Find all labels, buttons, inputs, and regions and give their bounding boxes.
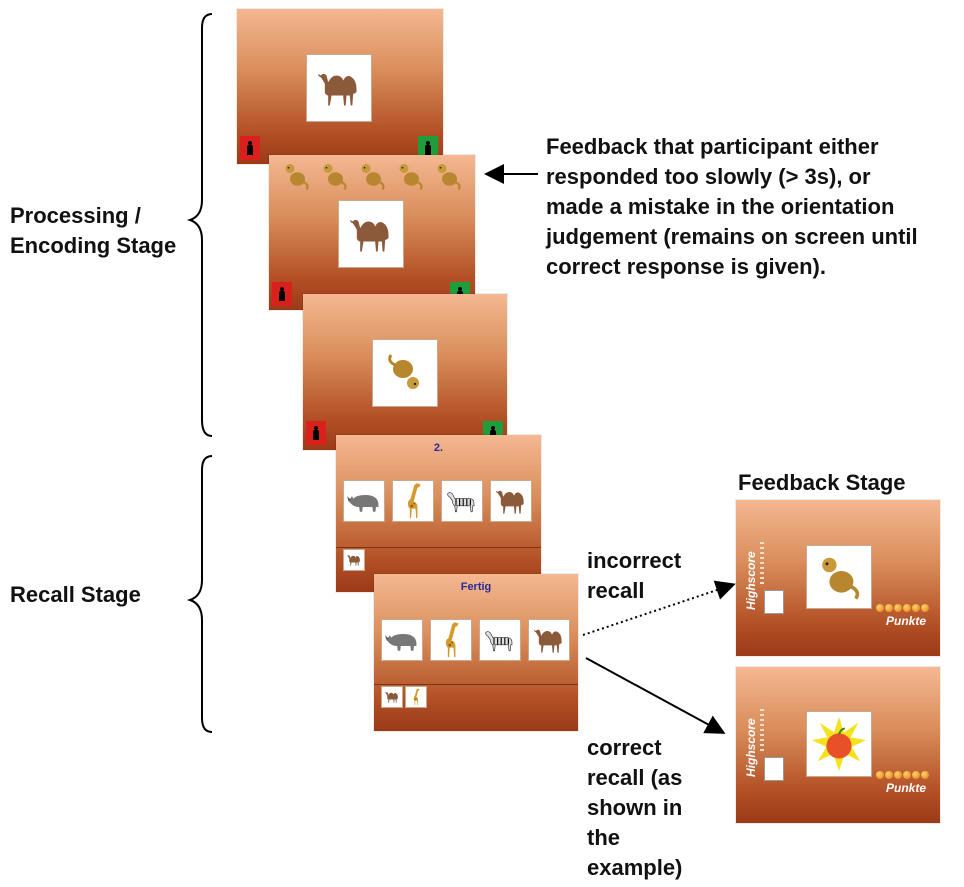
answer-camel bbox=[343, 549, 365, 571]
feedback-annotation: Feedback that participant either respond… bbox=[546, 134, 918, 279]
choice-rhino[interactable] bbox=[343, 480, 385, 522]
recall-stage-label: Recall Stage bbox=[10, 582, 141, 607]
feedback-screen-incorrect: Highscore Punkte bbox=[736, 500, 940, 656]
punkte-label: Punkte bbox=[886, 781, 927, 795]
encoding-screen-2 bbox=[269, 155, 475, 310]
correct-arrow bbox=[585, 657, 726, 734]
choice-giraffe[interactable] bbox=[392, 480, 434, 522]
stimulus-camel bbox=[306, 54, 372, 122]
stimulus-camel bbox=[338, 200, 404, 268]
incorrect-arrow bbox=[582, 580, 736, 636]
left-response-button[interactable] bbox=[306, 421, 326, 445]
encoding-screen-3 bbox=[303, 294, 507, 450]
person-icon bbox=[425, 141, 431, 155]
points-dots bbox=[876, 771, 929, 779]
recall-screen-1: 2. bbox=[336, 435, 541, 592]
person-icon bbox=[313, 426, 319, 440]
choice-giraffe[interactable] bbox=[430, 619, 472, 661]
processing-encoding-label: Processing / Encoding Stage bbox=[10, 203, 177, 258]
person-icon bbox=[247, 141, 253, 155]
points-dots bbox=[876, 604, 929, 612]
choice-camel[interactable] bbox=[490, 480, 532, 522]
punkte-label: Punkte bbox=[886, 614, 927, 628]
stimulus-monkey bbox=[372, 339, 438, 407]
encoding-screen-1 bbox=[237, 9, 443, 164]
feedback-monkey-apple bbox=[806, 545, 872, 609]
highscore-box bbox=[764, 590, 784, 614]
answer-divider bbox=[336, 547, 541, 548]
recall-counter: 2. bbox=[433, 442, 444, 454]
feedback-screen-correct: Highscore Punkte bbox=[736, 667, 940, 823]
highscore-ticks bbox=[760, 709, 764, 754]
highscore-ticks bbox=[760, 542, 764, 587]
done-header: Fertig bbox=[460, 581, 492, 593]
left-response-button[interactable] bbox=[272, 282, 292, 306]
feedback-apple bbox=[806, 711, 872, 777]
choice-camel[interactable] bbox=[528, 619, 570, 661]
person-icon bbox=[279, 287, 285, 301]
highscore-box bbox=[764, 757, 784, 781]
left-response-button[interactable] bbox=[240, 136, 260, 160]
answer-giraffe bbox=[405, 686, 427, 708]
correct-recall-label: correct recall (as shown in the example) bbox=[587, 735, 683, 880]
processing-brace bbox=[186, 13, 213, 437]
choice-zebra[interactable] bbox=[441, 480, 483, 522]
recall-screen-2: Fertig bbox=[374, 574, 578, 731]
answer-divider bbox=[374, 684, 578, 685]
recall-brace bbox=[186, 455, 213, 733]
choice-rhino[interactable] bbox=[381, 619, 423, 661]
feedback-stage-label: Feedback Stage bbox=[738, 470, 906, 495]
choice-zebra[interactable] bbox=[479, 619, 521, 661]
right-response-button[interactable] bbox=[418, 136, 438, 160]
answer-camel bbox=[381, 686, 403, 708]
incorrect-recall-label: incorrect recall bbox=[587, 548, 682, 603]
